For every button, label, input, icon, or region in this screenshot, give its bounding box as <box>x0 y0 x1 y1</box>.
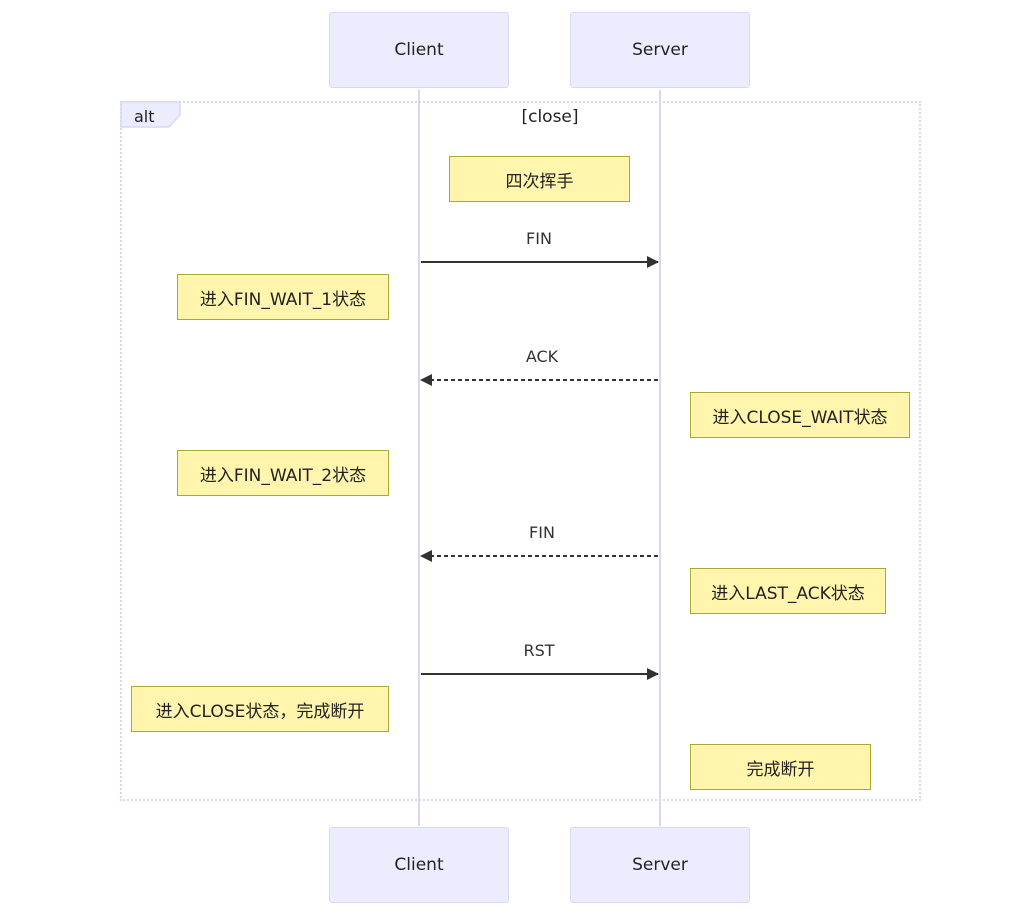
note-client-close: 进入CLOSE状态，完成断开 <box>131 686 389 732</box>
note-server-close-wait: 进入CLOSE_WAIT状态 <box>690 392 910 438</box>
participant-server-top: Server <box>570 12 750 88</box>
message-label-4: RST <box>523 641 555 660</box>
participant-client-bottom: Client <box>329 827 509 903</box>
alt-frame <box>120 101 921 801</box>
note-server-last-ack: 进入LAST_ACK状态 <box>690 568 886 614</box>
message-label-2: ACK <box>525 347 559 366</box>
note-client-fin-wait-2: 进入FIN_WAIT_2状态 <box>177 450 389 496</box>
note-server-complete: 完成断开 <box>690 744 871 790</box>
alt-label: alt <box>134 107 155 126</box>
note-client-fin-wait-1: 进入FIN_WAIT_1状态 <box>177 274 389 320</box>
message-label-1: FIN <box>526 229 552 248</box>
participant-server-bottom: Server <box>570 827 750 903</box>
alt-condition: [close] <box>521 107 579 127</box>
message-label-3: FIN <box>529 523 555 542</box>
alt-label-tab <box>120 101 181 128</box>
participant-client-top: Client <box>329 12 509 88</box>
note-four-way-handshake: 四次挥手 <box>449 156 630 202</box>
